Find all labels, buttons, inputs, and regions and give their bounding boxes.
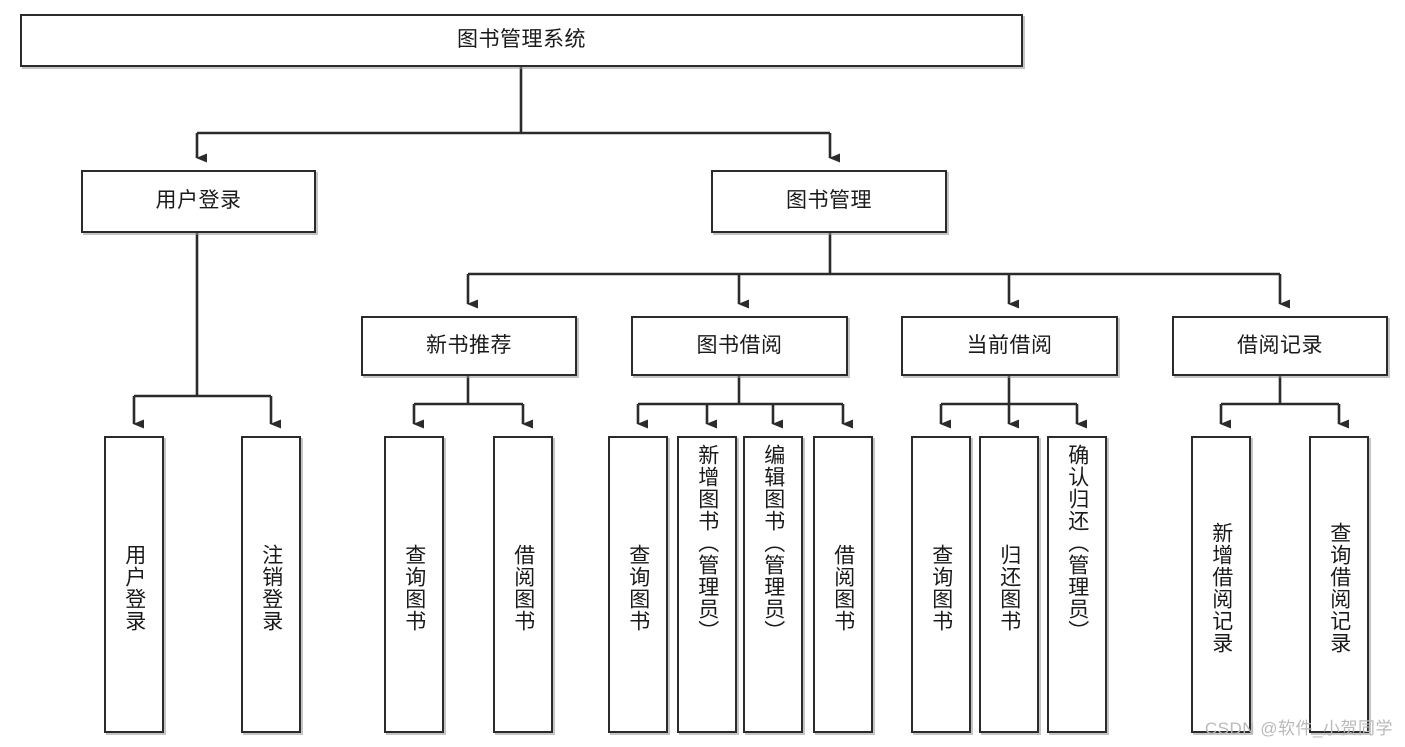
node-borrow-record-label: 借阅记录: [1237, 333, 1323, 357]
leaf-book-borrow-add[interactable]: 新增图书（管理员）: [677, 436, 737, 733]
leaf-borrow-record-query[interactable]: 查询借阅记录: [1309, 436, 1369, 733]
csdn-watermark: CSDN @软件_小贺同学: [1204, 719, 1393, 738]
leaf-label: 新增图书（管理员）: [695, 444, 719, 642]
leaf-book-borrow-query[interactable]: 查询图书: [608, 436, 668, 733]
leaf-label: 注销登录: [259, 543, 283, 632]
leaf-current-borrow-confirm-return[interactable]: 确认归还（管理员）: [1047, 436, 1107, 733]
leaf-new-book-query[interactable]: 查询图书: [384, 436, 444, 733]
leaf-label: 用户登录: [122, 543, 146, 632]
leaf-label: 查询图书: [626, 543, 650, 632]
node-user-login-label: 用户登录: [155, 189, 242, 213]
leaf-label: 查询图书: [402, 543, 426, 632]
node-user-login[interactable]: 用户登录: [81, 170, 316, 233]
leaf-label: 查询借阅记录: [1327, 521, 1351, 654]
node-current-borrow-label: 当前借阅: [966, 333, 1053, 357]
leaf-label: 确认归还（管理员）: [1065, 444, 1089, 642]
node-new-book-recommend[interactable]: 新书推荐: [361, 316, 577, 376]
leaf-book-borrow-edit[interactable]: 编辑图书（管理员）: [743, 436, 803, 733]
leaf-label: 新增借阅记录: [1209, 521, 1233, 654]
leaf-label: 编辑图书（管理员）: [761, 444, 785, 642]
node-book-borrow-label: 图书借阅: [696, 333, 783, 357]
node-book-borrow[interactable]: 图书借阅: [631, 316, 848, 376]
leaf-label: 查询图书: [929, 543, 953, 632]
leaf-current-borrow-return[interactable]: 归还图书: [979, 436, 1039, 733]
leaf-label: 借阅图书: [831, 543, 855, 632]
node-current-borrow[interactable]: 当前借阅: [901, 316, 1118, 376]
node-borrow-record[interactable]: 借阅记录: [1172, 316, 1388, 376]
node-root-label: 图书管理系统: [457, 28, 586, 52]
leaf-label: 借阅图书: [511, 543, 535, 632]
node-root[interactable]: 图书管理系统: [20, 14, 1023, 67]
leaf-new-book-borrow[interactable]: 借阅图书: [493, 436, 553, 733]
leaf-borrow-record-add[interactable]: 新增借阅记录: [1191, 436, 1251, 733]
node-book-management[interactable]: 图书管理: [711, 170, 947, 233]
leaf-label: 归还图书: [997, 543, 1021, 632]
leaf-user-login-logout[interactable]: 注销登录: [241, 436, 301, 733]
node-new-book-recommend-label: 新书推荐: [426, 333, 512, 357]
leaf-book-borrow-borrow[interactable]: 借阅图书: [813, 436, 873, 733]
leaf-current-borrow-query[interactable]: 查询图书: [911, 436, 971, 733]
leaf-user-login-login[interactable]: 用户登录: [104, 436, 164, 733]
node-book-management-label: 图书管理: [786, 189, 872, 213]
